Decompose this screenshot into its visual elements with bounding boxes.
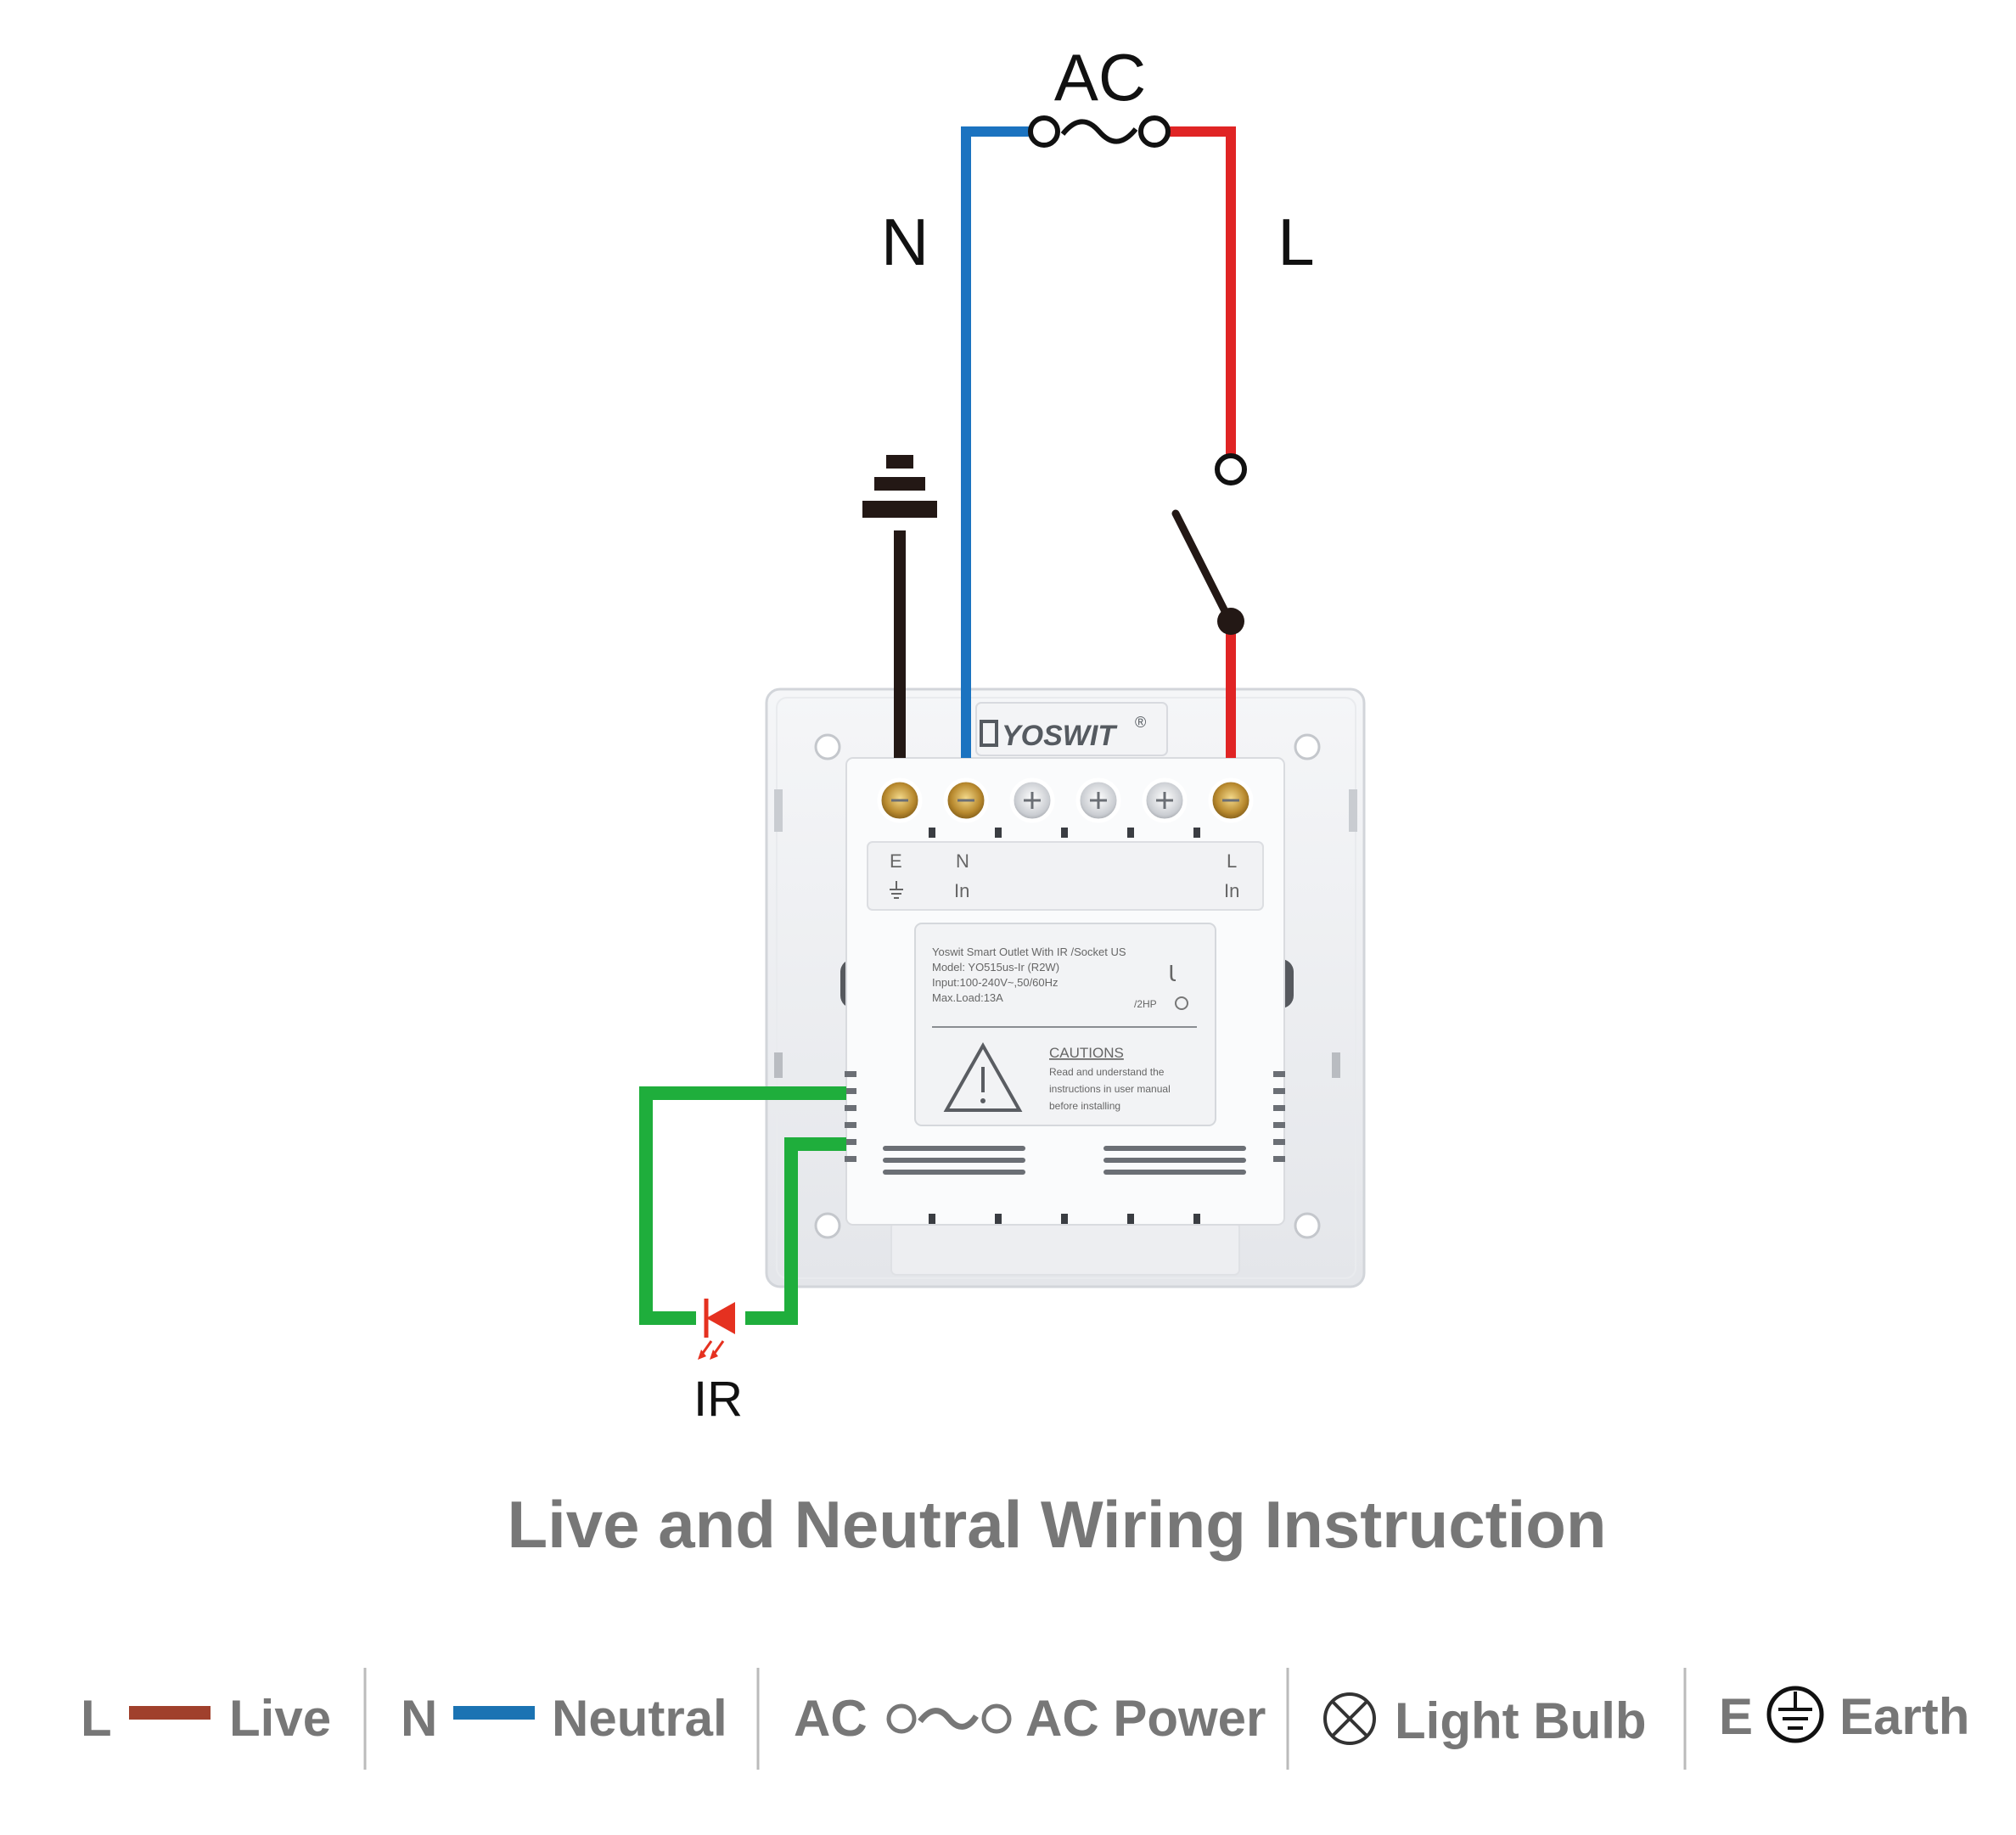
spec-line: Yoswit Smart Outlet With IR /Socket US bbox=[932, 946, 1126, 958]
legend-text: Light Bulb bbox=[1395, 1692, 1647, 1749]
legend-item-neutral: N Neutral bbox=[401, 1690, 727, 1747]
warning-triangle-icon bbox=[943, 1041, 1023, 1112]
brand-logo: YOSWIT bbox=[1002, 720, 1118, 752]
corner-hole-icon bbox=[1294, 733, 1321, 760]
plug-type-icon: Ꙇ bbox=[1168, 961, 1176, 986]
live-wire-upper bbox=[1154, 126, 1236, 463]
caution-line: Read and understand the bbox=[1049, 1066, 1165, 1078]
live-line-swatch bbox=[129, 1706, 211, 1720]
terminal-label-e: E bbox=[890, 850, 902, 872]
switch-symbol bbox=[1171, 453, 1247, 635]
earth-symbol-icon bbox=[862, 455, 937, 518]
corner-hole-icon bbox=[1294, 1212, 1321, 1239]
cautions-title: CAUTIONS bbox=[1049, 1045, 1124, 1061]
ir-wire-outer bbox=[639, 1086, 846, 1325]
terminal-label-n-in: In bbox=[954, 880, 969, 901]
brand-logo-mark bbox=[980, 720, 998, 747]
ac-source-symbol bbox=[1028, 115, 1171, 148]
spec-label bbox=[914, 923, 1216, 1126]
legend-key: AC bbox=[794, 1690, 868, 1747]
terminal-label-l: L bbox=[1227, 850, 1237, 872]
legend-key: L bbox=[81, 1690, 112, 1747]
earth-icon bbox=[1766, 1686, 1824, 1743]
terminal-block bbox=[877, 777, 1254, 1224]
smart-outlet-device: YOSWIT ® bbox=[765, 687, 1366, 1288]
corner-hole-icon bbox=[814, 733, 841, 760]
earth-small-icon bbox=[890, 881, 903, 899]
registered-mark: ® bbox=[1135, 714, 1146, 731]
ir-wire-inner bbox=[745, 1137, 846, 1325]
caution-line: instructions in user manual bbox=[1049, 1083, 1171, 1095]
spec-line: Max.Load:13A bbox=[932, 991, 1003, 1004]
legend-item-light-bulb: Light Bulb bbox=[1323, 1692, 1647, 1749]
spec-line: Model: YO515us-Ir (R2W) bbox=[932, 961, 1059, 974]
legend: L Live N Neutral AC AC Power bbox=[81, 1668, 1969, 1770]
terminal-label-l-in: In bbox=[1224, 880, 1239, 901]
ir-led-icon bbox=[698, 1299, 735, 1360]
spec-line: Input:100-240V~,50/60Hz bbox=[932, 976, 1059, 989]
neutral-line-swatch bbox=[453, 1706, 535, 1720]
live-label: L bbox=[1278, 205, 1314, 279]
ac-label: AC bbox=[1054, 40, 1146, 115]
bulb-icon bbox=[1323, 1692, 1376, 1745]
cert-mark-icon bbox=[1175, 996, 1188, 1010]
legend-key: N bbox=[401, 1690, 437, 1747]
corner-hole-icon bbox=[814, 1212, 841, 1239]
legend-text: AC Power bbox=[1025, 1690, 1266, 1747]
terminal-label-n: N bbox=[956, 850, 969, 872]
neutral-wire bbox=[961, 126, 1044, 758]
ir-label: IR bbox=[694, 1372, 743, 1427]
legend-item-live: L Live bbox=[81, 1690, 331, 1747]
neutral-label: N bbox=[881, 205, 929, 279]
caution-line: before installing bbox=[1049, 1100, 1120, 1112]
legend-text: Live bbox=[229, 1690, 331, 1747]
legend-text: Earth bbox=[1839, 1688, 1969, 1745]
legend-text: Neutral bbox=[552, 1690, 727, 1747]
ac-symbol-icon bbox=[886, 1703, 1012, 1734]
legend-key: E bbox=[1719, 1688, 1753, 1745]
legend-item-ac-power: AC AC Power bbox=[794, 1690, 1266, 1747]
diagram-title: Live and Neutral Wiring Instruction bbox=[507, 1487, 1606, 1562]
legend-item-earth: E Earth bbox=[1719, 1686, 1969, 1745]
spec-extra: /2HP bbox=[1134, 998, 1157, 1010]
vent-grille bbox=[845, 1071, 1285, 1175]
